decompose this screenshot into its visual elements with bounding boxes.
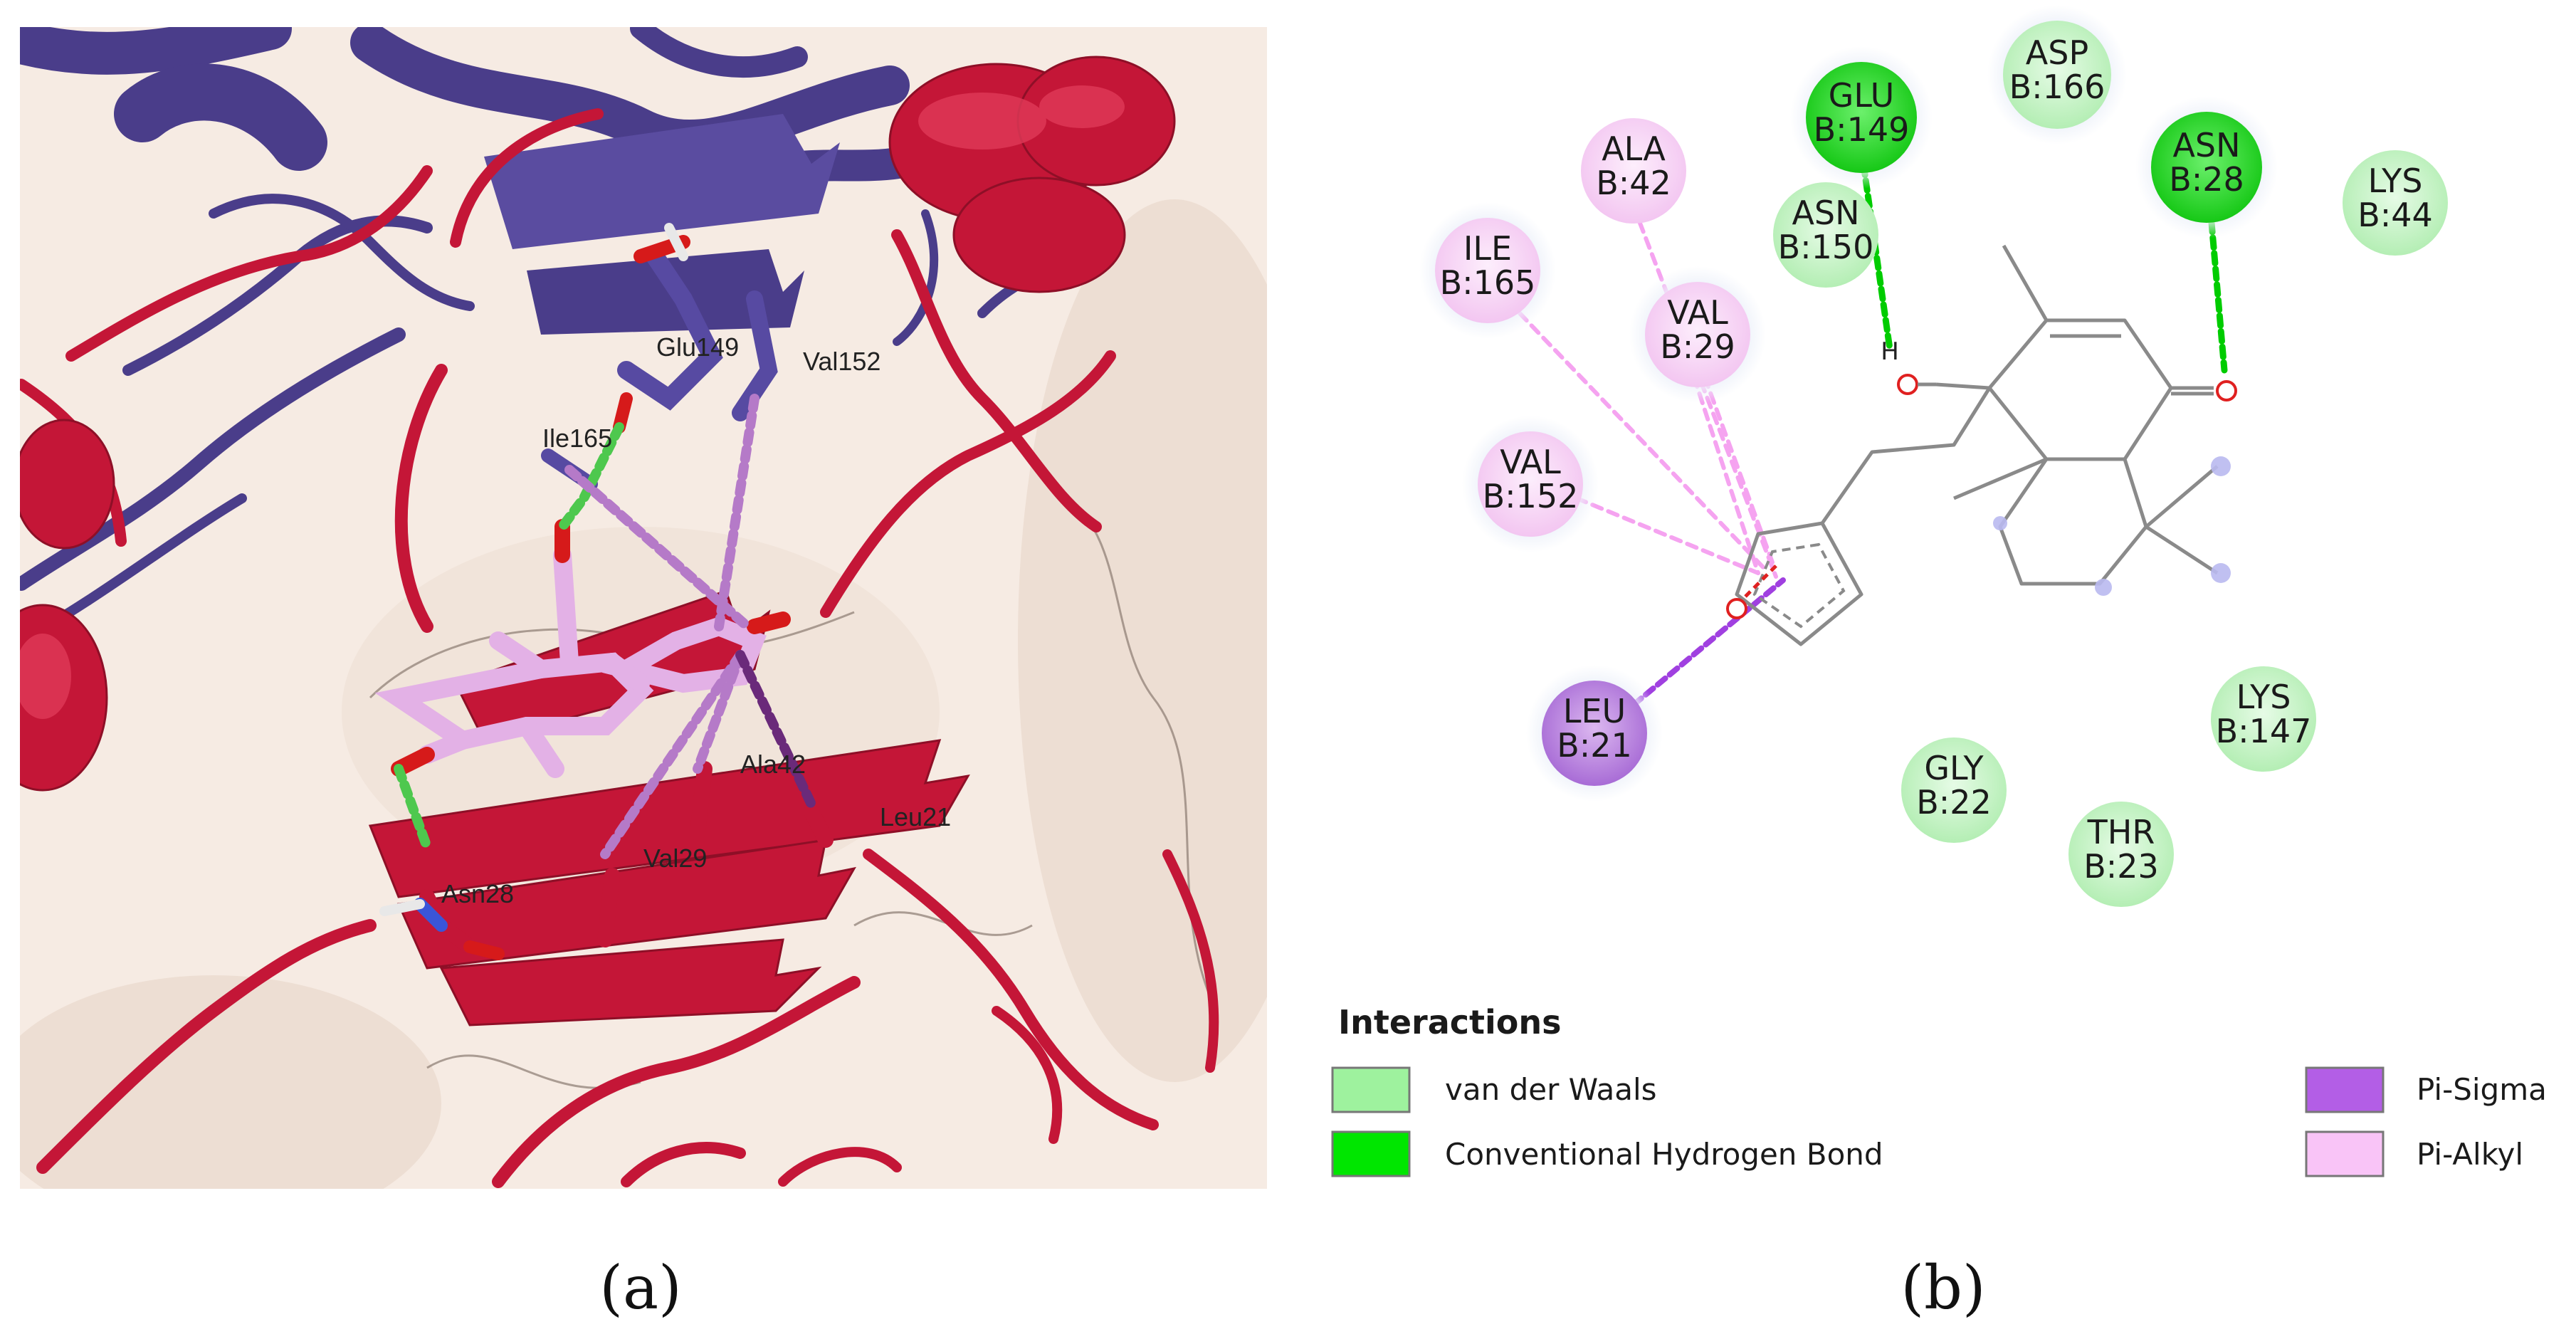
pi-alkyl-line-val29-b bbox=[1692, 375, 1760, 575]
legend: Interactions van der Waals Conventional … bbox=[1331, 1003, 2547, 1177]
residue-lys44: LYS B:44 bbox=[2343, 150, 2448, 256]
interaction-dashes-3d bbox=[394, 394, 816, 859]
residue-leu21: LEU B:21 bbox=[1526, 665, 1663, 802]
residue-lys147-name: LYS bbox=[2236, 678, 2291, 716]
ribbon-chain-a bbox=[20, 27, 1087, 646]
residue-val152-name: VAL bbox=[1500, 443, 1561, 481]
solvent-accessibility-blobs bbox=[1993, 456, 2231, 596]
caption-b: (b) bbox=[1901, 1253, 1985, 1323]
residue-glu149-id: B:149 bbox=[1814, 110, 1910, 149]
residue-asn150-id: B:150 bbox=[1778, 228, 1874, 266]
residue-lys147-id: B:147 bbox=[2216, 712, 2312, 750]
residue-asn150: ASN B:150 bbox=[1773, 182, 1878, 288]
residue-gly22-id: B:22 bbox=[1916, 783, 1992, 821]
label-3d-leu21: Leu21 bbox=[880, 802, 951, 831]
residue-gly22: GLY B:22 bbox=[1901, 737, 2007, 843]
residue-asn28-id: B:28 bbox=[2169, 160, 2244, 199]
furan-red-bond bbox=[1735, 561, 1781, 607]
legend-item-pi-alkyl: Pi-Alkyl bbox=[2305, 1130, 2523, 1177]
residue-val29-name: VAL bbox=[1667, 293, 1728, 332]
label-3d-val152: Val152 bbox=[803, 347, 880, 376]
residue-asn28: ASN B:28 bbox=[2135, 96, 2278, 238]
residue-asp166-name: ASP bbox=[2026, 33, 2088, 72]
legend-swatch-pi-alkyl bbox=[2305, 1130, 2385, 1177]
residue-glu149: GLU B:149 bbox=[1790, 46, 1933, 189]
residue-discs: GLU B:149 ASP B:166 ASN B:28 LYS B:44 bbox=[1419, 5, 2448, 907]
residue-ala42-id: B:42 bbox=[1596, 164, 1671, 202]
label-3d-ala42: Ala42 bbox=[740, 750, 806, 779]
residue-ala42-name: ALA bbox=[1602, 130, 1666, 168]
label-3d-ile165: Ile165 bbox=[542, 424, 612, 453]
atom-o-carbonyl bbox=[2216, 380, 2237, 401]
label-3d-glu149: Glu149 bbox=[656, 332, 739, 362]
helix-highlights bbox=[20, 85, 1125, 719]
atom-o-furan bbox=[1726, 598, 1747, 619]
residue-ile165-id: B:165 bbox=[1440, 263, 1536, 302]
residue-ala42: ALA B:42 bbox=[1581, 118, 1686, 224]
residue-val29: VAL B:29 bbox=[1629, 266, 1766, 403]
legend-label-pi-sigma: Pi-Sigma bbox=[2417, 1072, 2547, 1107]
panel-b-2d-interaction-diagram: H GLU B:149 ASP B:166 ASN bbox=[1331, 5, 2547, 1177]
ligand-skeleton-2d bbox=[1735, 244, 2219, 646]
residue-gly22-name: GLY bbox=[1924, 749, 1984, 787]
residue-val152-id: B:152 bbox=[1483, 477, 1579, 515]
aromatic-inner-ring bbox=[1752, 542, 1846, 629]
residue-leu21-id: B:21 bbox=[1557, 726, 1632, 765]
residue-asn150-name: ASN bbox=[1792, 194, 1859, 232]
legend-swatch-hbond bbox=[1331, 1130, 1411, 1177]
ribbon-chain-a-sheet bbox=[484, 114, 840, 335]
caption-a: (a) bbox=[599, 1253, 682, 1323]
residue-leu21-name: LEU bbox=[1563, 692, 1626, 730]
atom-o-hydroxyl bbox=[1897, 374, 1918, 395]
residue-val152: VAL B:152 bbox=[1462, 416, 1599, 552]
legend-label-hbond: Conventional Hydrogen Bond bbox=[1445, 1137, 1883, 1172]
ribbon-chain-b bbox=[20, 108, 1219, 1188]
pi-alkyl-line-ile165 bbox=[1518, 311, 1767, 572]
residue-glu149-name: GLU bbox=[1829, 76, 1895, 115]
atom-labels: H bbox=[1726, 337, 2237, 619]
pi-alkyl-line-val29 bbox=[1703, 375, 1775, 565]
legend-swatch-vdw bbox=[1331, 1066, 1411, 1113]
residue-labels-3d: Glu149 Val152 Ile165 Ala42 Leu21 Val29 A… bbox=[441, 332, 951, 908]
ligand-oxygens bbox=[391, 519, 791, 777]
residue-thr23-name: THR bbox=[2087, 813, 2155, 851]
legend-item-pi-sigma: Pi-Sigma bbox=[2305, 1066, 2547, 1113]
legend-label-pi-alkyl: Pi-Alkyl bbox=[2417, 1137, 2523, 1172]
legend-label-vdw: van der Waals bbox=[1445, 1072, 1657, 1107]
pi-alkyl-line-val152 bbox=[1574, 496, 1760, 575]
residue-lys147: LYS B:147 bbox=[2211, 666, 2316, 772]
residue-ile165: ILE B:165 bbox=[1419, 202, 1556, 339]
label-3d-val29: Val29 bbox=[643, 844, 707, 873]
residue-asp166-id: B:166 bbox=[2009, 68, 2106, 106]
legend-item-hbond: Conventional Hydrogen Bond bbox=[1331, 1130, 1883, 1177]
residue-thr23: THR B:23 bbox=[2068, 802, 2174, 907]
pi-sigma-line-leu21 bbox=[1631, 577, 1786, 708]
legend-item-vdw: van der Waals bbox=[1331, 1066, 1657, 1113]
atom-h: H bbox=[1881, 337, 1899, 366]
residue-asn28-name: ASN bbox=[2172, 126, 2240, 164]
legend-title: Interactions bbox=[1338, 1003, 1562, 1041]
legend-swatch-pi-sigma bbox=[2305, 1066, 2385, 1113]
panel-a-3d-structure: Glu149 Val152 Ile165 Ala42 Leu21 Val29 A… bbox=[20, 27, 1267, 1189]
residue-thr23-id: B:23 bbox=[2083, 847, 2159, 886]
residue-ile165-name: ILE bbox=[1463, 229, 1512, 268]
residue-lys44-id: B:44 bbox=[2357, 196, 2433, 234]
residue-lys44-name: LYS bbox=[2368, 162, 2423, 200]
label-3d-asn28: Asn28 bbox=[441, 879, 514, 908]
residue-asp166: ASP B:166 bbox=[1987, 5, 2127, 145]
residue-val29-id: B:29 bbox=[1660, 327, 1735, 366]
